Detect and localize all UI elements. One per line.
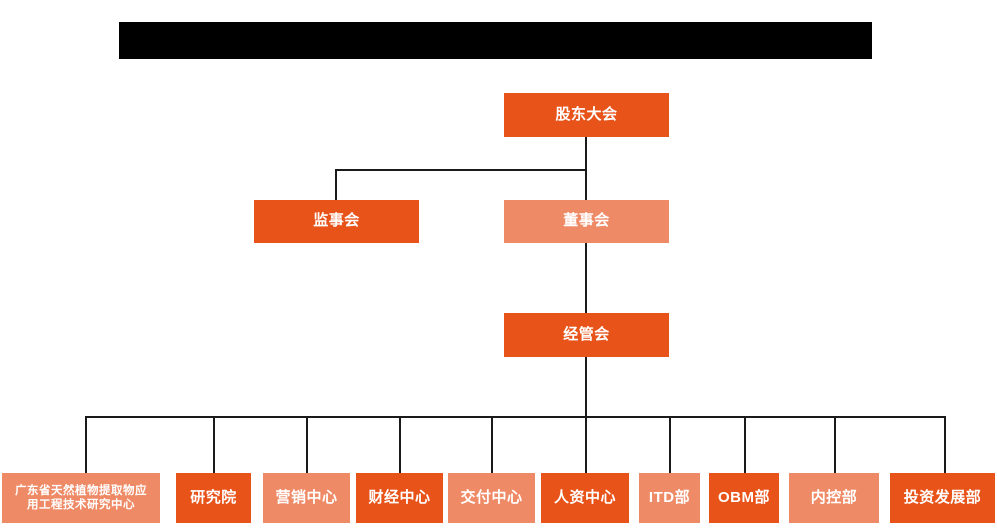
- node-investment-development-department[interactable]: 投资发展部: [890, 473, 995, 523]
- connector-supervisors-down: [335, 169, 337, 200]
- node-finance-center[interactable]: 财经中心: [356, 473, 443, 523]
- node-delivery-center-label: 交付中心: [460, 488, 523, 506]
- node-marketing-center[interactable]: 营销中心: [263, 473, 350, 523]
- node-obm-department-label: OBM部: [718, 488, 770, 506]
- node-investment-development-department-label: 投资发展部: [903, 488, 982, 506]
- node-management-committee-label: 经管会: [563, 325, 610, 343]
- node-board-of-supervisors-label: 监事会: [313, 212, 360, 230]
- node-shareholders-meeting-label: 股东大会: [555, 105, 618, 123]
- node-board-of-supervisors[interactable]: 监事会: [254, 200, 419, 243]
- node-obm-department[interactable]: OBM部: [709, 473, 779, 523]
- connector-department-bus: [85, 416, 945, 418]
- node-management-committee[interactable]: 经管会: [504, 313, 669, 357]
- node-institute-label: 研究院: [190, 488, 237, 506]
- connector-management-down: [585, 357, 587, 417]
- node-marketing-center-label: 营销中心: [275, 488, 338, 506]
- node-internal-control-department[interactable]: 内控部: [789, 473, 879, 523]
- connector-drop-itd: [669, 416, 671, 473]
- node-research-center-label-line1: 广东省天然植物提取物应: [15, 484, 147, 497]
- connector-drop-internal-control: [834, 416, 836, 473]
- connector-shareholders-down: [585, 137, 587, 171]
- connector-drop-delivery: [491, 416, 493, 473]
- node-delivery-center[interactable]: 交付中心: [448, 473, 535, 523]
- connector-drop-marketing: [306, 416, 308, 473]
- connector-drop-finance: [399, 416, 401, 473]
- connector-tier2-bus: [335, 169, 587, 171]
- node-board-of-directors-label: 董事会: [563, 212, 610, 230]
- connector-drop-hr: [585, 416, 587, 473]
- connector-drop-obm: [744, 416, 746, 473]
- node-research-center-label-line2: 用工程技术研究中心: [27, 499, 135, 511]
- node-itd-department[interactable]: ITD部: [639, 473, 700, 523]
- node-internal-control-department-label: 内控部: [810, 488, 858, 506]
- node-finance-center-label: 财经中心: [368, 488, 431, 506]
- node-shareholders-meeting[interactable]: 股东大会: [504, 93, 669, 137]
- node-itd-department-label: ITD部: [648, 488, 691, 506]
- node-research-center[interactable]: 广东省天然植物提取物应 用工程技术研究中心: [2, 473, 160, 523]
- node-hr-center[interactable]: 人资中心: [541, 473, 629, 523]
- redacted-title-bar: [119, 22, 872, 59]
- node-institute[interactable]: 研究院: [176, 473, 251, 523]
- node-board-of-directors[interactable]: 董事会: [504, 200, 669, 243]
- connector-directors-down: [585, 169, 587, 200]
- connector-drop-research-center: [85, 416, 87, 473]
- connector-drop-investment: [944, 416, 946, 473]
- node-hr-center-label: 人资中心: [553, 488, 616, 506]
- connector-directors-management: [585, 243, 587, 313]
- connector-drop-institute: [213, 416, 215, 473]
